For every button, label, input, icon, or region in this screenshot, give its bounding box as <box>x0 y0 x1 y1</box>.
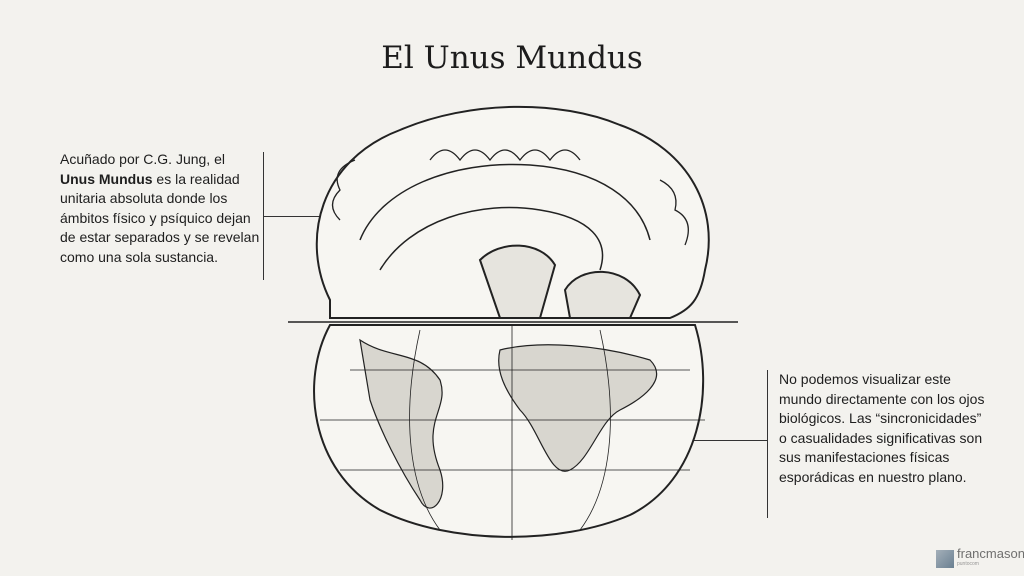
jung-description: Acuñado por C.G. Jung, el Unus Mundus es… <box>60 150 260 268</box>
logo-icon <box>936 550 954 568</box>
synchronicity-description: No podemos visualizar este mundo directa… <box>779 371 985 485</box>
unus-mundus-term: Unus Mundus <box>60 170 153 187</box>
world-globe-illustration <box>313 324 705 540</box>
left-connector-line <box>263 216 353 217</box>
watermark-sub: puntocom <box>957 561 979 567</box>
watermark-name: francmason <box>957 546 1024 561</box>
page-title: El Unus Mundus <box>381 40 643 76</box>
description-text: Acuñado por C.G. Jung, el <box>60 151 225 167</box>
right-connector-line <box>660 440 767 441</box>
brain-illustration <box>315 105 710 319</box>
description-text: es la realidad unitaria absoluta donde l… <box>60 170 260 265</box>
right-bracket-line <box>767 370 768 518</box>
